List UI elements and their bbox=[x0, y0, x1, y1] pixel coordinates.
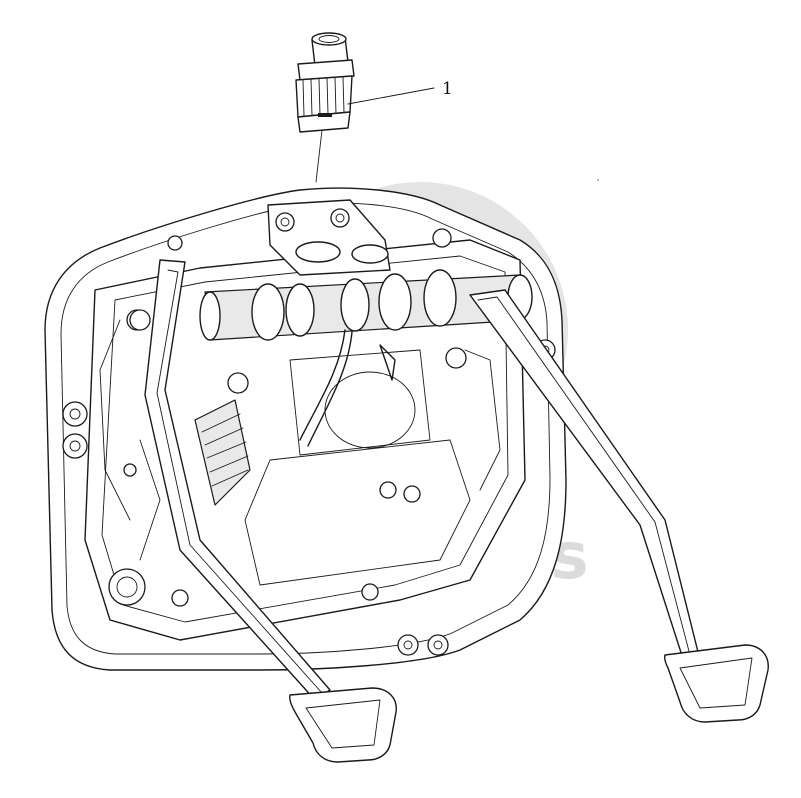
callout-1: 1 bbox=[347, 79, 453, 105]
stray-dot bbox=[597, 179, 599, 181]
callout-1-leader-line bbox=[347, 87, 435, 105]
pedal-switch bbox=[295, 32, 355, 183]
wiring-harness bbox=[299, 329, 396, 447]
callout-1-label: 1 bbox=[442, 79, 453, 99]
top-bracket bbox=[267, 199, 391, 276]
master-cylinder bbox=[194, 372, 251, 506]
clutch-pedal bbox=[129, 259, 397, 763]
pivot-shaft bbox=[199, 269, 533, 341]
brake-pedal bbox=[469, 289, 769, 723]
